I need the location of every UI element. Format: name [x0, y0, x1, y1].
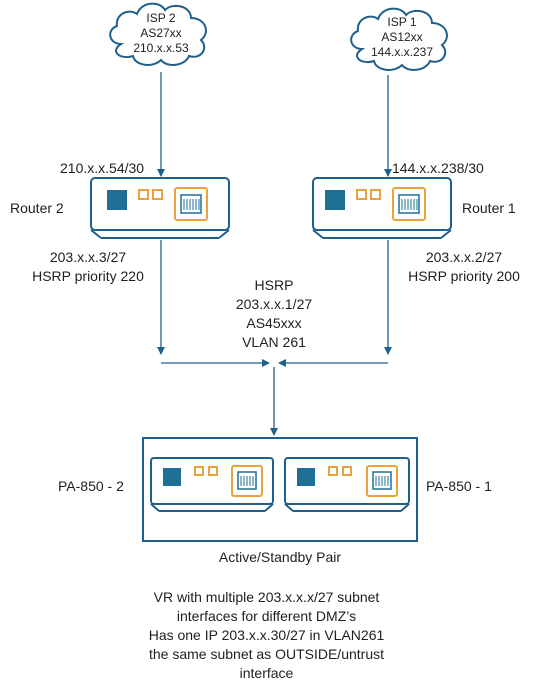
router2-wan-ip: 210.x.x.54/30	[60, 160, 145, 176]
hsrp-title: HSRP	[254, 277, 294, 293]
hsrp-vlan: VLAN 261	[242, 334, 306, 350]
router2-hsrp-priority: HSRP priority 220	[32, 268, 144, 284]
pa850-1-label: PA-850 - 1	[426, 478, 492, 494]
hsrp-as: AS45xxx	[246, 315, 302, 331]
pair-caption: Active/Standby Pair	[218, 549, 342, 565]
note-line-4: the same subnet as OUTSIDE/untrust	[149, 646, 384, 662]
isp2-as: AS27xx	[140, 26, 182, 40]
note-line-5: interface	[239, 665, 294, 681]
isp2-label: ISP 2 AS27xx 210.x.x.53	[121, 11, 201, 56]
isp2-ip: 210.x.x.53	[133, 41, 189, 55]
router2-lan-info: 203.x.x.3/27 HSRP priority 220	[18, 248, 158, 286]
router2-lan-ip: 203.x.x.3/27	[49, 249, 127, 265]
vr-note: VR with multiple 203.x.x.x/27 subnet int…	[120, 588, 413, 683]
pa850-2-label: PA-850 - 2	[58, 478, 124, 494]
isp1-as: AS12xx	[381, 30, 423, 44]
router1-lan-ip: 203.x.x.2/27	[425, 249, 503, 265]
router2-label: Router 2	[10, 200, 64, 216]
note-line-1: VR with multiple 203.x.x.x/27 subnet	[153, 589, 380, 605]
router1-device	[312, 177, 452, 239]
router1-wan-ip: 144.x.x.238/30	[392, 160, 484, 176]
isp2-name: ISP 2	[146, 11, 176, 25]
hsrp-vip: 203.x.x.1/27	[235, 296, 313, 312]
router1-label: Router 1	[462, 200, 516, 216]
note-line-2: interfaces for different DMZ’s	[176, 608, 357, 624]
isp1-ip: 144.x.x.237	[370, 45, 434, 59]
router1-hsrp-priority: HSRP priority 200	[408, 268, 520, 284]
isp1-name: ISP 1	[387, 15, 417, 29]
hsrp-group-label: HSRP 203.x.x.1/27 AS45xxx VLAN 261	[214, 276, 334, 352]
router2-device	[90, 177, 230, 239]
pa850-2-device	[150, 457, 274, 512]
router1-lan-info: 203.x.x.2/27 HSRP priority 200	[394, 248, 533, 286]
note-line-3: Has one IP 203.x.x.30/27 in VLAN261	[148, 627, 385, 643]
isp1-label: ISP 1 AS12xx 144.x.x.237	[362, 15, 442, 60]
pa850-1-device	[284, 457, 410, 512]
